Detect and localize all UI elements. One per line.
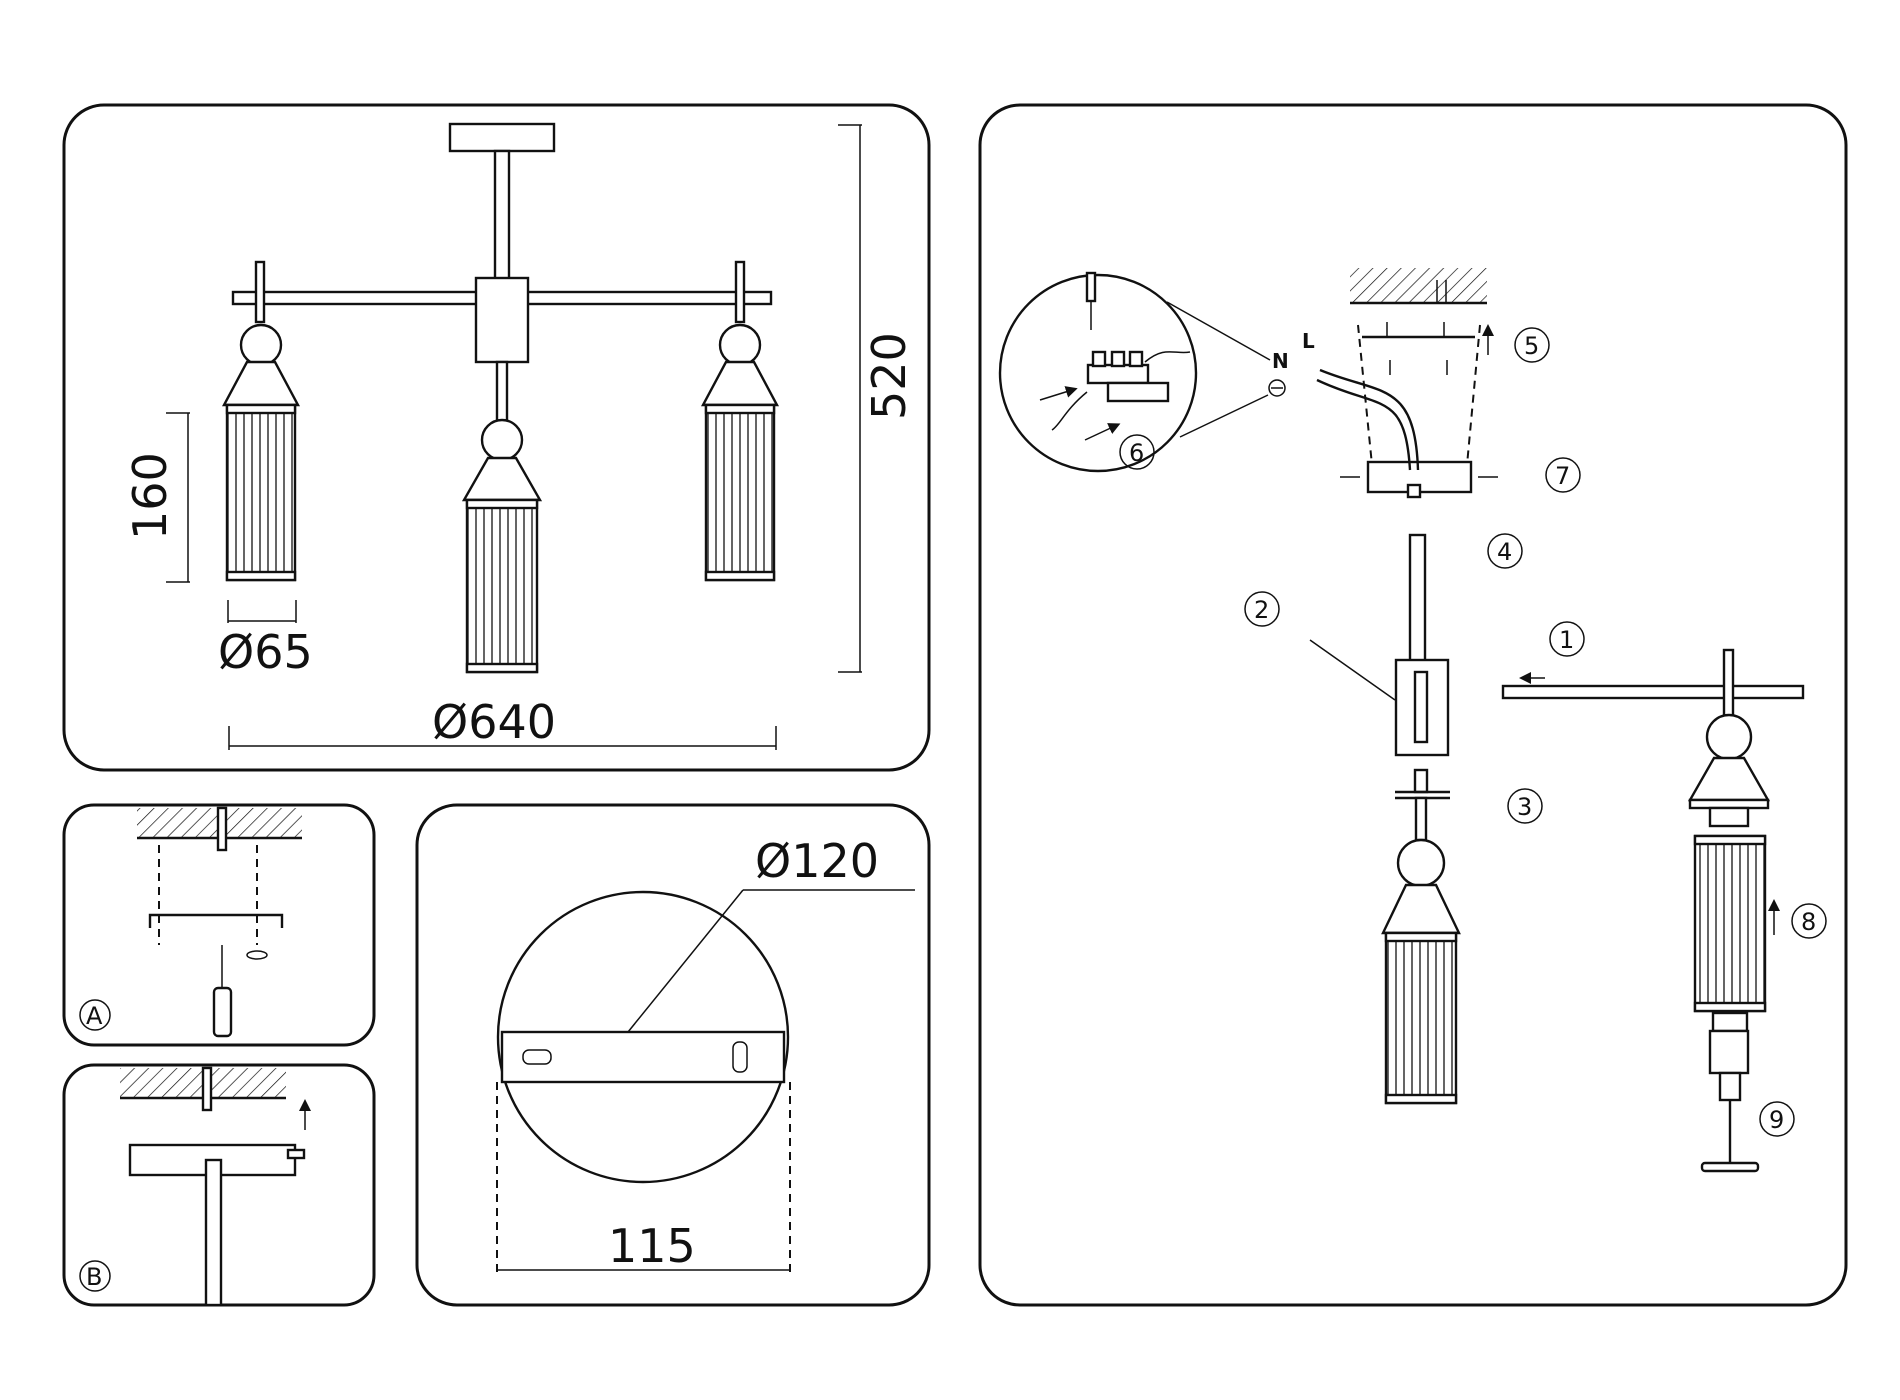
panel-b-label: B <box>86 1263 102 1291</box>
panel-b-fixing: B <box>62 1063 376 1307</box>
center-hub <box>474 276 530 364</box>
center-rod <box>493 149 511 281</box>
step-8-label: 8 <box>1801 908 1816 936</box>
live-wire-label: L <box>1302 329 1315 353</box>
shade-diameter-label: Ø65 <box>218 625 313 679</box>
ceiling-canopy <box>448 122 556 153</box>
step-9-label: 9 <box>1769 1106 1784 1134</box>
height-520-label: 520 <box>862 332 916 420</box>
neutral-wire-label: N <box>1272 349 1289 373</box>
plate-dimension-panel: Ø120 115 <box>415 803 931 1307</box>
left-lamp <box>221 323 301 582</box>
center-lamp <box>461 418 543 674</box>
step-2-label: 2 <box>1254 596 1269 624</box>
step-7-label: 7 <box>1555 462 1570 490</box>
step-4-label: 4 <box>1497 538 1512 566</box>
right-lamp <box>700 323 780 582</box>
panel-a-mounting: A <box>62 803 376 1047</box>
panel-a-label: A <box>86 1002 103 1030</box>
step-markers: 1 2 3 4 5 6 7 8 9 <box>1119 327 1827 1137</box>
assembly-panel: N L <box>978 103 1848 1307</box>
shade-height-label: 160 <box>123 452 177 540</box>
step-6-label: 6 <box>1129 439 1144 467</box>
plate-diameter-label: Ø120 <box>755 834 879 888</box>
step-1-label: 1 <box>1559 626 1574 654</box>
dimension-panel: 520 160 Ø65 Ø640 <box>62 103 931 772</box>
plate-width-label: 115 <box>608 1219 696 1273</box>
step-3-label: 3 <box>1517 793 1532 821</box>
span-diameter-label: Ø640 <box>432 695 556 749</box>
step-5-label: 5 <box>1524 332 1539 360</box>
